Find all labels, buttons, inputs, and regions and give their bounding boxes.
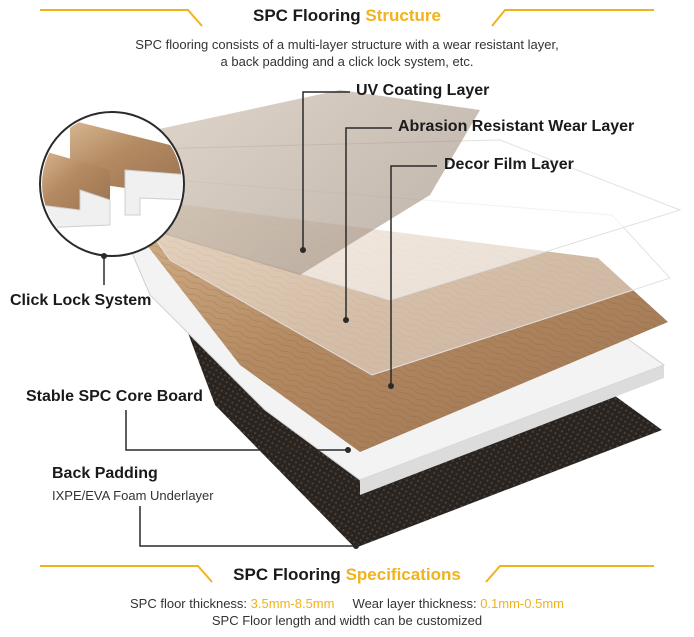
thickness-label: SPC floor thickness: <box>130 596 248 611</box>
leader-lines <box>103 91 437 547</box>
specs-title-main: SPC Flooring <box>233 565 341 584</box>
back-padding-label: Back Padding <box>52 465 158 482</box>
core-board-label: Stable SPC Core Board <box>26 388 203 405</box>
intro-line-2: a back padding and a click lock system, … <box>220 54 474 69</box>
specs-title: SPC Flooring Specifications <box>0 565 694 585</box>
spec-thickness-row: SPC floor thickness: 3.5mm-8.5mm Wear la… <box>0 596 694 611</box>
top-wood-surface <box>108 90 480 275</box>
decor-film-label: Decor Film Layer <box>444 156 574 173</box>
wear-thickness-value: 0.1mm-0.5mm <box>480 596 564 611</box>
wear-thickness-label: Wear layer thickness: <box>352 596 477 611</box>
uv-coating-label: UV Coating Layer <box>356 82 490 99</box>
specs-title-accent: Specifications <box>345 565 461 584</box>
page-title: SPC Flooring Structure <box>0 6 694 26</box>
core-board-edge <box>360 365 664 495</box>
click-lock-label: Click Lock System <box>10 292 152 309</box>
thickness-value: 3.5mm-8.5mm <box>250 596 335 611</box>
wear-layer-label: Abrasion Resistant Wear Layer <box>398 118 635 135</box>
leader-dots <box>101 247 394 549</box>
intro-line-1: SPC flooring consists of a multi-layer s… <box>135 37 559 52</box>
click-lock-detail <box>39 111 185 257</box>
header-decoration <box>40 9 654 27</box>
footer-decoration <box>40 565 654 583</box>
back-padding-sublabel: IXPE/EVA Foam Underlayer <box>52 488 214 503</box>
size-note: SPC Floor length and width can be custom… <box>211 613 483 628</box>
title-accent: Structure <box>365 6 441 25</box>
title-main: SPC Flooring <box>253 6 361 25</box>
